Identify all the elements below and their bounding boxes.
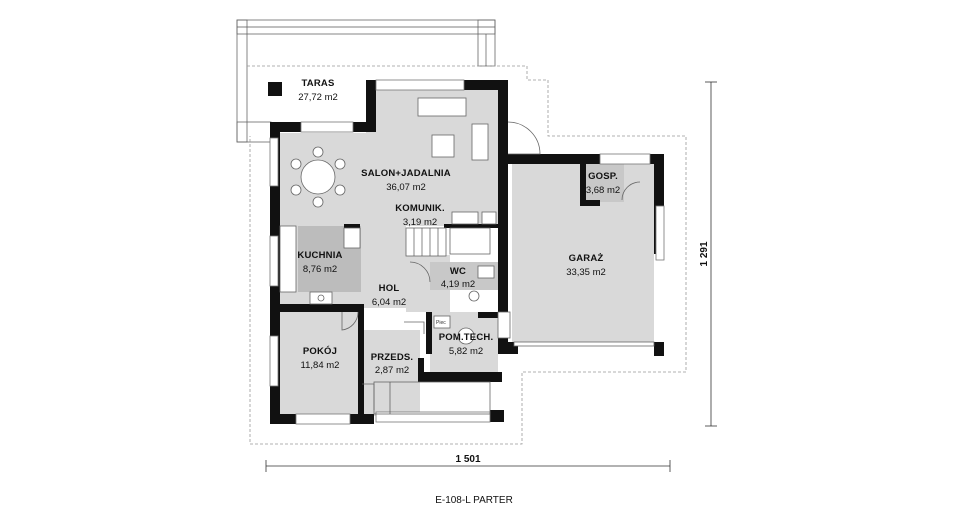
windows	[269, 79, 665, 425]
room-name-salon: SALON+JADALNIA	[361, 168, 451, 179]
room-area-wc: 4,19 m2	[441, 279, 475, 290]
room-name-komunik: KOMUNIK.	[395, 203, 445, 214]
room-name-kuchnia: KUCHNIA	[297, 250, 342, 261]
room-name-pomtech: POM.TECH.	[439, 332, 494, 343]
room-name-garaz: GARAŻ	[569, 253, 604, 264]
room-area-garaz: 33,35 m2	[566, 267, 606, 278]
room-name-pokoj: POKÓJ	[303, 345, 337, 357]
room-area-taras: 27,72 m2	[298, 92, 338, 103]
room-area-pokoj: 11,84 m2	[301, 360, 340, 371]
room-area-przeds: 2,87 m2	[375, 365, 409, 376]
plan-title: E-108-L PARTER	[435, 495, 513, 506]
bathroom-fixtures: Piec	[433, 211, 511, 345]
doors	[341, 121, 641, 410]
dining-table	[290, 146, 346, 208]
kitchen-counters	[279, 225, 361, 305]
room-name-wc: WC	[450, 266, 466, 277]
height-dimension: 1 291	[699, 81, 717, 427]
room-name-hol: HOL	[379, 283, 400, 294]
floor-shading	[278, 90, 654, 416]
width-dimension-label: 1 501	[455, 454, 480, 465]
width-dimension: 1 501	[265, 454, 671, 472]
living-furniture	[417, 97, 489, 161]
room-area-kuchnia: 8,76 m2	[303, 264, 337, 275]
room-labels: TARAS 27,72 m2 SALON+JADALNIA 36,07 m2 K…	[297, 78, 620, 376]
terrace-pergola	[236, 19, 496, 143]
room-area-pomtech: 5,82 m2	[449, 346, 483, 357]
stairs	[405, 227, 491, 257]
terrace-table	[268, 82, 282, 96]
appliance-label: Piec	[436, 320, 446, 326]
room-area-komunik: 3,19 m2	[403, 217, 437, 228]
room-area-hol: 6,04 m2	[372, 297, 406, 308]
room-area-salon: 36,07 m2	[386, 182, 426, 193]
roof-outline	[247, 65, 687, 445]
height-dimension-label: 1 291	[699, 241, 710, 266]
garage-door	[513, 341, 655, 347]
room-area-gosp: 3,68 m2	[586, 185, 620, 196]
room-name-przeds: PRZEDS.	[371, 352, 414, 363]
room-name-taras: TARAS	[301, 78, 334, 89]
room-name-gosp: GOSP.	[588, 171, 618, 182]
